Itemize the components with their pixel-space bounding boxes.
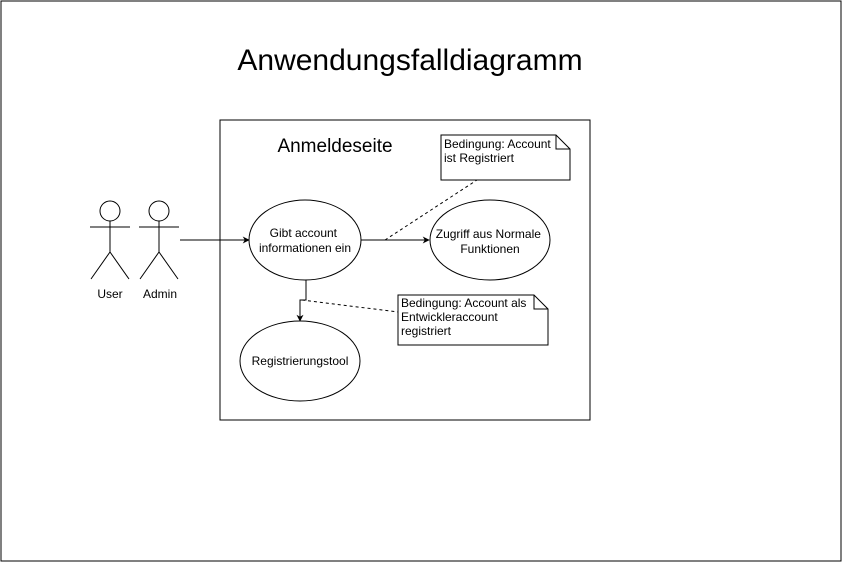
use-case-registration-tool-ellipse [239, 320, 361, 402]
note-account-registered-line: ist Registriert [444, 151, 515, 165]
use-case-normal-functions-label: Zugriff aus Normale Funktionen [436, 227, 545, 256]
actor-admin-right-leg [158, 251, 179, 280]
use-case-normal-functions-line: Funktionen [460, 242, 519, 256]
note-anchor-developer [301, 299, 399, 313]
note-account-registered-text: Bedingung: Account ist Registriert [444, 137, 554, 165]
actor-user: User [90, 200, 130, 301]
system-boundary-label: Anmeldeseite [277, 136, 392, 157]
use-case-normal-functions-ellipse [429, 199, 551, 281]
note-developer-account-line: Bedingung: Account als [401, 296, 526, 310]
use-case-enter-account-info: Gibt account informationen ein [248, 199, 362, 281]
actor-admin-label: Admin [143, 287, 177, 301]
note-developer-account-line: registriert [401, 324, 452, 338]
use-case-registration-tool: Registrierungstool [239, 320, 361, 402]
note-account-registered-fold [555, 135, 570, 150]
use-case-registration-tool-label: Registrierungstool [252, 354, 349, 368]
note-account-registered: Bedingung: Account ist Registriert [440, 134, 571, 181]
note-account-registered-line: Bedingung: Account [444, 137, 551, 151]
use-case-enter-account-info-line: Gibt account [270, 226, 338, 240]
use-case-enter-account-info-ellipse [248, 199, 362, 281]
note-developer-account: Bedingung: Account als Entwickleraccount… [397, 294, 549, 346]
note-developer-account-text: Bedingung: Account als Entwickleraccount… [401, 296, 530, 338]
actor-admin-left-leg [139, 251, 160, 280]
use-case-normal-functions-line: Zugriff aus Normale [436, 227, 541, 241]
actor-user-left-leg [90, 251, 111, 280]
note-developer-account-fold [533, 295, 548, 310]
use-case-enter-account-info-line: informationen ein [259, 241, 351, 255]
diagram-title: Anwendungsfalldiagramm [237, 44, 582, 77]
note-developer-account-shape [397, 294, 549, 346]
note-developer-account-line: Entwickleraccount [401, 310, 498, 324]
actor-admin-head [148, 200, 170, 222]
actor-user-label: User [97, 287, 122, 301]
note-account-registered-shape [440, 134, 571, 181]
actor-admin: Admin [139, 200, 179, 301]
use-case-enter-account-info-label: Gibt account informationen ein [259, 226, 351, 255]
actor-user-right-leg [109, 251, 130, 280]
use-case-normal-functions: Zugriff aus Normale Funktionen [429, 199, 551, 281]
note-anchor-registered [384, 179, 478, 241]
actor-user-head [99, 200, 121, 222]
